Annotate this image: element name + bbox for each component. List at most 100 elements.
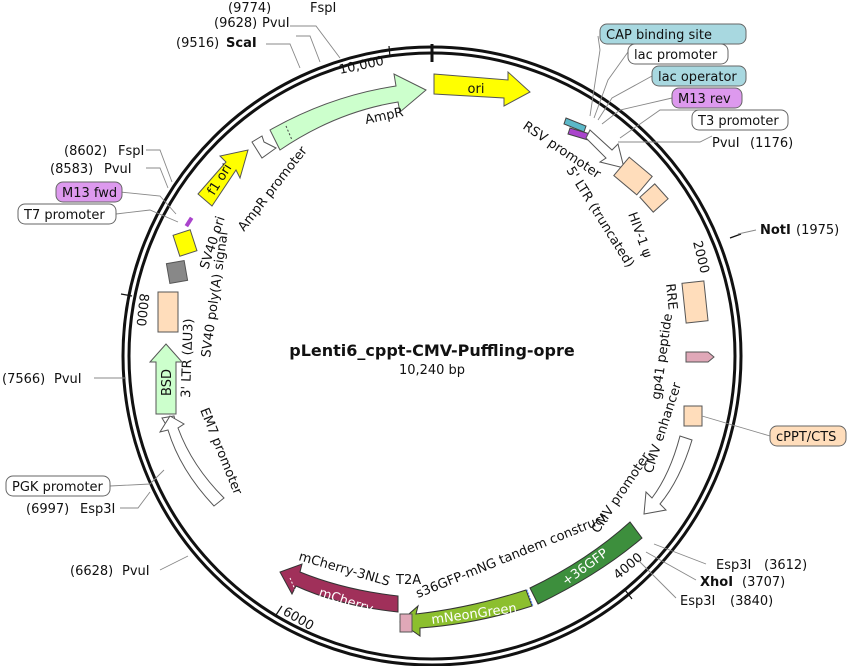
ampr-feature[interactable] bbox=[269, 73, 427, 151]
t7-label: T7 promoter bbox=[23, 208, 105, 223]
m13-fwd-label: M13 fwd bbox=[62, 186, 117, 201]
tick-label-2000: 2000 bbox=[689, 239, 712, 275]
mcherry-dash bbox=[289, 577, 297, 593]
site-6628-name: PvuI bbox=[122, 564, 150, 579]
noti-lead bbox=[737, 229, 757, 235]
sv40-polya-feature[interactable] bbox=[165, 260, 189, 284]
bsd-feature[interactable] bbox=[148, 343, 184, 415]
m13-fwd-callout[interactable] bbox=[55, 181, 123, 203]
site-1975-name: NotI bbox=[760, 223, 791, 238]
site-9516-name: ScaI bbox=[226, 36, 257, 51]
site-7566-name: PvuI bbox=[54, 372, 82, 387]
site-9628-name: PvuI bbox=[262, 16, 290, 31]
tick-2000 bbox=[729, 233, 742, 239]
plasmid-name: pLenti6_cppt-CMV-Puffling-opre bbox=[289, 341, 575, 360]
lac-promoter-label: lac promoter bbox=[634, 48, 718, 63]
cap-callout-label: CAP binding site bbox=[606, 28, 712, 43]
f1-ori-label: f1 ori bbox=[205, 161, 236, 198]
site-1176-name: PvuI bbox=[712, 136, 740, 151]
site-7566-pos: (7566) bbox=[2, 372, 45, 387]
lac-operator-callout[interactable] bbox=[651, 65, 747, 87]
site-3612-pos: (3612) bbox=[764, 558, 807, 573]
site-9516-pos: (9516) bbox=[176, 36, 219, 51]
xhoi-lead bbox=[645, 551, 697, 581]
pvui-8583-lead bbox=[146, 167, 169, 189]
ltr5-feature[interactable] bbox=[613, 156, 653, 196]
site-8583-name: PvuI bbox=[104, 162, 132, 177]
rre-feature[interactable] bbox=[681, 280, 709, 324]
t2a-label: T2A bbox=[395, 573, 421, 588]
pgk-label: PGK promoter bbox=[12, 480, 104, 495]
fspi-9774-lead bbox=[290, 25, 341, 59]
t7-callout[interactable] bbox=[17, 203, 117, 225]
bsd-label: BSD bbox=[160, 369, 175, 396]
fspi-8602-lead bbox=[146, 149, 173, 183]
t3-callout[interactable] bbox=[691, 109, 789, 131]
esp3i-3612-lead bbox=[653, 543, 707, 565]
tick-label-10000: 10,000 bbox=[338, 54, 386, 78]
t3-label: T3 promoter bbox=[697, 114, 779, 129]
t2a-feature[interactable] bbox=[399, 613, 413, 633]
pvui-6628-lead bbox=[159, 555, 189, 571]
gp41-feature[interactable] bbox=[685, 351, 715, 363]
cmv-enhancer-feature[interactable] bbox=[643, 435, 693, 515]
site-1975-pos: (1975) bbox=[796, 223, 839, 238]
cppt-feature[interactable] bbox=[683, 405, 703, 427]
m13-rev-label: M13 rev bbox=[678, 92, 731, 107]
cppt-lead bbox=[701, 415, 771, 437]
site-3840-name: Esp3I bbox=[680, 594, 715, 609]
ampr-promoter-feature[interactable] bbox=[251, 135, 277, 159]
ampr-dash bbox=[285, 125, 293, 141]
f1-ori-feature[interactable] bbox=[197, 149, 249, 207]
cppt-callout[interactable] bbox=[769, 425, 847, 447]
pvui-1176-lead bbox=[618, 135, 713, 143]
ltr3-feature[interactable] bbox=[157, 291, 179, 333]
rsv-promoter-feature[interactable] bbox=[585, 129, 625, 169]
site-6628-pos: (6628) bbox=[70, 564, 113, 579]
pgk-callout[interactable] bbox=[5, 475, 111, 497]
t3-lead bbox=[619, 109, 710, 139]
tick-10000 bbox=[388, 45, 391, 58]
lac-promoter-callout[interactable] bbox=[627, 43, 729, 65]
site-8602-pos: (8602) bbox=[64, 144, 107, 159]
lac-operator-label: lac operator bbox=[658, 70, 737, 85]
t7-lead bbox=[115, 209, 179, 223]
rsv-label: RSV promoter bbox=[520, 119, 604, 182]
m13-rev-callout[interactable] bbox=[671, 87, 743, 109]
site-6997-name: Esp3I bbox=[80, 502, 115, 517]
tick-8000 bbox=[120, 293, 133, 297]
esp3i-3840-lead bbox=[637, 559, 677, 599]
pgk-lead bbox=[109, 469, 165, 487]
site-3707-pos: (3707) bbox=[742, 575, 785, 590]
cppt-label: cPPT/CTS bbox=[776, 430, 836, 445]
rre-label: RRE bbox=[662, 283, 680, 311]
site-9774-pos: (9774) bbox=[228, 1, 271, 16]
gfp-feature[interactable] bbox=[529, 521, 643, 605]
site-3840-pos: (3840) bbox=[730, 594, 773, 609]
tick-4000 bbox=[624, 589, 633, 600]
site-1176-pos: (1176) bbox=[750, 136, 793, 151]
mcherry-feature[interactable] bbox=[279, 563, 399, 613]
site-8602-name: FspI bbox=[118, 144, 144, 159]
esp3i-6997-lead bbox=[120, 491, 151, 509]
site-3612-name: Esp3I bbox=[716, 558, 751, 573]
sv40-promoter-box[interactable] bbox=[172, 229, 198, 257]
site-3707-name: XhoI bbox=[700, 575, 733, 590]
pgk-promoter-feature[interactable] bbox=[158, 415, 225, 507]
ori-label: ori bbox=[468, 82, 485, 97]
sv40-ori-mark bbox=[184, 216, 194, 228]
site-9628-pos: (9628) bbox=[214, 16, 257, 31]
hiv-psi-feature[interactable] bbox=[639, 183, 669, 213]
tick-6000 bbox=[275, 605, 283, 616]
ampr-promoter-label: AmpR promoter bbox=[235, 143, 311, 234]
pvui-9628-lead bbox=[296, 35, 321, 63]
ltr3-label: 3' LTR (ΔU3) bbox=[179, 318, 197, 398]
lac-operator-lead bbox=[597, 75, 653, 121]
plasmid-size: 10,240 bp bbox=[399, 363, 465, 378]
site-6997-pos: (6997) bbox=[26, 502, 69, 517]
m13-fwd-lead bbox=[119, 191, 177, 215]
cap-lead bbox=[589, 35, 601, 117]
scai-9516-lead bbox=[266, 43, 301, 69]
ori-feature[interactable] bbox=[433, 70, 531, 107]
